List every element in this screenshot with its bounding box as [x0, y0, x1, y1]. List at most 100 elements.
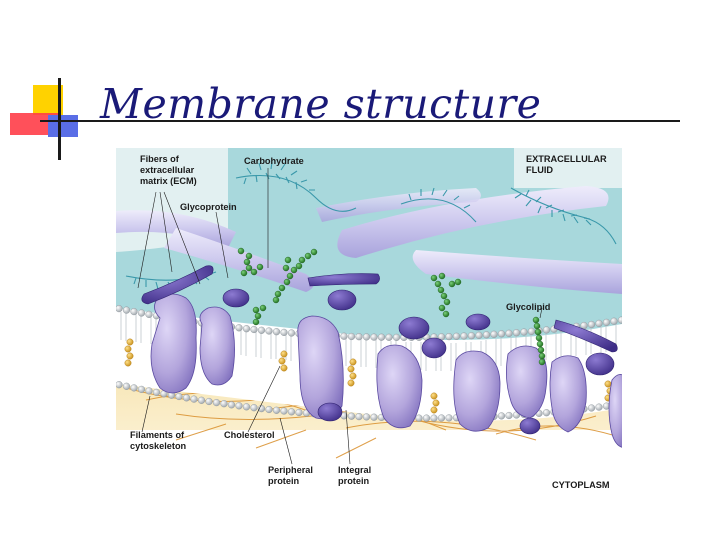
phospholipid-head: [137, 385, 146, 394]
phospholipid-head: [445, 414, 453, 422]
phospholipid-head: [122, 306, 131, 314]
label-cholesterol: Cholesterol: [224, 430, 275, 440]
slide-title: Membrane structure: [100, 80, 542, 128]
phospholipid-head: [430, 414, 438, 422]
phospholipid-head: [370, 413, 378, 421]
phospholipid-head: [272, 406, 281, 414]
label-glycoprotein: Glycoprotein: [180, 202, 237, 212]
phospholipid-head: [580, 321, 588, 330]
phospholipid-head: [280, 328, 288, 337]
phospholipid-head: [242, 403, 251, 411]
phospholipid-head: [587, 404, 596, 412]
phospholipid-head: [482, 331, 491, 339]
phospholipid-head: [497, 412, 506, 420]
phospholipid-head: [587, 320, 596, 329]
phospholipid-head: [445, 333, 453, 341]
phospholipid-head: [362, 333, 371, 341]
phospholipid-head: [272, 328, 281, 336]
label-leader-lines: [137, 168, 543, 465]
phospholipid-head: [145, 387, 153, 395]
phospholipid-head: [235, 324, 243, 332]
phospholipid-head: [116, 305, 123, 313]
phospholipid-head: [347, 412, 356, 420]
phospholipid-head: [355, 413, 363, 421]
phospholipid-head: [257, 405, 266, 413]
phospholipid-head: [362, 413, 371, 421]
phospholipid-head: [377, 333, 386, 341]
phospholipid-head: [220, 400, 228, 408]
phospholipid-head: [190, 395, 198, 403]
phospholipid-head: [137, 309, 146, 317]
phospholipid-head: [385, 333, 393, 341]
phospholipid-head: [370, 333, 378, 341]
ecm-fibers: [116, 186, 622, 294]
phospholipid-head: [595, 403, 603, 411]
phospholipid-head: [610, 317, 618, 325]
bottom-label-panel: [116, 430, 622, 494]
phospholipid-head: [122, 382, 131, 390]
phospholipid-head: [467, 332, 476, 340]
phospholipid-head: [130, 308, 138, 316]
phospholipid-head: [182, 394, 191, 402]
phospholipid-head: [617, 316, 622, 324]
phospholipid-head: [145, 310, 153, 319]
phospholipid-head: [287, 329, 296, 337]
phospholipid-head: [527, 327, 536, 336]
phospholipid-head: [227, 401, 236, 409]
phospholipid-head: [542, 409, 551, 417]
phospholipid-head: [130, 384, 138, 392]
carbohydrate-chains: [237, 247, 546, 366]
phospholipid-head: [460, 332, 468, 340]
phospholipid-head: [602, 318, 611, 327]
phospholipid-head: [595, 319, 603, 328]
cholesterol-molecules: [124, 338, 614, 414]
phospholipid-head: [340, 332, 348, 340]
phospholipid-head: [347, 332, 356, 341]
phospholipid-head: [542, 326, 551, 334]
label-cytoplasm: CYTOPLASM: [552, 480, 610, 490]
phospholipid-head: [235, 402, 243, 410]
phospholipid-head: [250, 325, 258, 334]
phospholipid-head: [197, 396, 206, 404]
phospholipid-head: [242, 325, 251, 333]
phospholipid-head: [295, 408, 303, 417]
title-decoration-vertical-line: [58, 78, 61, 160]
phospholipid-head: [475, 331, 483, 339]
phospholipid-head: [250, 404, 258, 412]
label-carbohydrate: Carbohydrate: [244, 156, 304, 166]
phospholipid-head: [175, 392, 183, 401]
label-glycolipid: Glycolipid: [506, 302, 550, 312]
title-underline: [40, 120, 680, 122]
phospholipid-head: [116, 381, 123, 389]
phospholipid-head: [152, 388, 161, 397]
phospholipid-head: [437, 414, 446, 422]
integral-proteins: [150, 293, 622, 448]
phospholipid-head: [415, 414, 423, 422]
phospholipid-head: [392, 333, 401, 342]
phospholipid-head: [452, 332, 461, 340]
title-decoration-red-bar: [10, 113, 58, 135]
peripheral-proteins: [141, 265, 618, 435]
phospholipid-head: [512, 329, 521, 337]
phospholipid-head: [505, 411, 513, 420]
phospholipid-head: [205, 397, 213, 406]
label-panel-right: [514, 148, 622, 188]
extracellular-branches: [125, 161, 617, 290]
phospholipid-head: [265, 327, 273, 335]
phospholipid-head: [212, 399, 221, 407]
title-decoration-blue-square: [48, 115, 78, 137]
phospholipid-head: [287, 408, 296, 416]
phospholipid-head: [422, 414, 431, 422]
phospholipid-head: [505, 329, 513, 337]
phospholipid-head: [265, 405, 273, 414]
phospholipid-head: [520, 328, 528, 336]
phospholipid-head: [497, 330, 506, 338]
phospholipid-head: [280, 407, 288, 415]
